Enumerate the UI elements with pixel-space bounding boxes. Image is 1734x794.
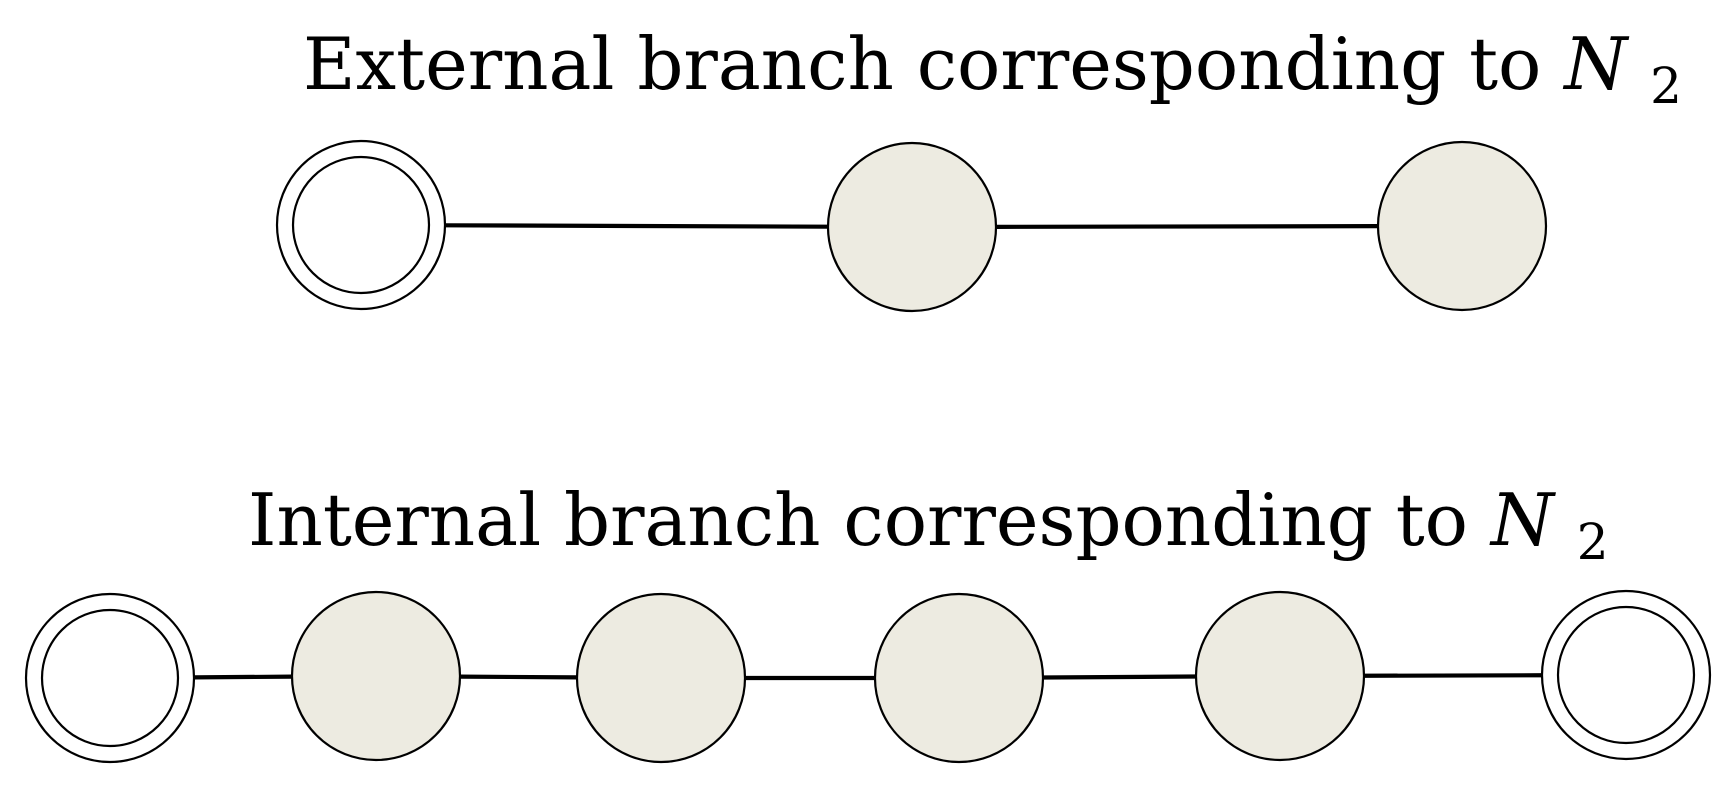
external-branch-node-2-filled-circle <box>826 141 998 313</box>
internal-branch-edge-4 <box>1040 674 1199 680</box>
external-branch-node-1 <box>275 139 447 311</box>
external-branch-title-subscript: 2 <box>1650 57 1682 115</box>
internal-branch-node-4 <box>873 592 1045 764</box>
external-branch-title-math: N <box>1562 22 1630 106</box>
internal-branch-title-text: Internal branch corresponding to <box>248 478 1468 562</box>
internal-branch-edge-1 <box>191 674 295 680</box>
external-branch-node-3-filled-circle <box>1376 140 1548 312</box>
internal-branch-node-1 <box>24 592 196 764</box>
internal-branch-node-5 <box>1194 590 1366 762</box>
internal-branch-title: Internal branch corresponding to N 2 <box>248 478 1609 571</box>
internal-branch-node-6 <box>1540 589 1712 761</box>
internal-branch-node-3 <box>575 592 747 764</box>
external-branch-title: External branch corresponding to N 2 <box>303 22 1682 115</box>
internal-branch-edge-2 <box>457 674 580 680</box>
internal-branch-node-5-filled-circle <box>1194 590 1366 762</box>
internal-branch-node-6-inner-ring <box>1556 605 1696 745</box>
internal-branch-node-2 <box>290 590 462 762</box>
internal-branch-title-math: N <box>1489 478 1557 562</box>
nodes-layer <box>24 139 1712 764</box>
external-branch-node-2 <box>826 141 998 313</box>
edges-layer <box>191 223 1545 681</box>
external-branch-node-3 <box>1376 140 1548 312</box>
external-branch-edge-1 <box>442 223 831 229</box>
internal-branch-title-subscript: 2 <box>1577 513 1609 571</box>
internal-branch-node-2-filled-circle <box>290 590 462 762</box>
internal-branch-node-3-filled-circle <box>575 592 747 764</box>
external-branch-node-1-inner-ring <box>291 155 431 295</box>
external-branch-edge-2 <box>993 224 1381 229</box>
internal-branch-edge-5 <box>1361 673 1545 678</box>
internal-branch-node-4-filled-circle <box>873 592 1045 764</box>
internal-branch-node-1-inner-ring <box>40 608 180 748</box>
external-branch-title-text: External branch corresponding to <box>303 22 1541 106</box>
